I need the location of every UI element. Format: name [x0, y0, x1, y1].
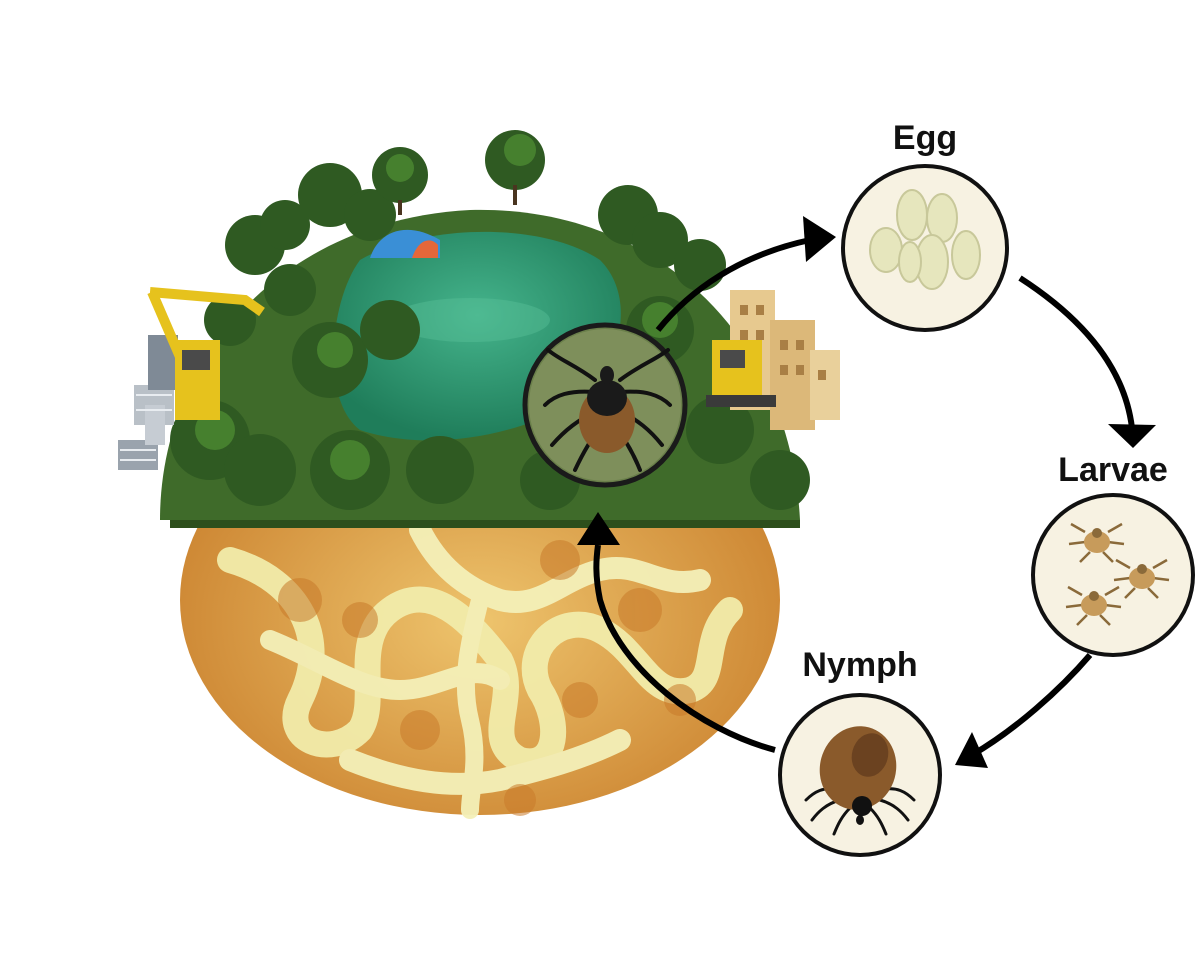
soil-hemisphere: [180, 520, 780, 819]
tick-adult-icon: [543, 348, 672, 472]
excavator-icon: [147, 287, 265, 420]
arrow-nymph-to-adult: [593, 544, 776, 753]
arrow-adult-to-egg: [655, 237, 811, 332]
forest-trees: [170, 130, 810, 510]
arrowhead-nymph: [955, 732, 988, 768]
stage-label-larvae: Larvae: [1058, 451, 1168, 489]
egg-cluster-icon: [869, 189, 981, 290]
life-cycle-arrows: [593, 237, 1135, 758]
arrow-larvae-to-nymph: [970, 653, 1093, 758]
stage-label-egg: Egg: [893, 119, 957, 157]
egg-stage: Egg: [841, 119, 1009, 332]
arrowhead-larvae: [1108, 424, 1156, 448]
arrow-egg-to-larvae: [1018, 275, 1135, 429]
adult-stage: [522, 322, 688, 488]
arrowhead-egg: [803, 216, 836, 262]
larva-icon: [1113, 558, 1170, 599]
larvae-stage: Larvae: [1031, 451, 1195, 657]
stage-label-nymph: Nymph: [802, 646, 917, 684]
nymph-icon: [804, 726, 916, 836]
larva-icon: [1065, 585, 1122, 626]
building-icon: [118, 335, 178, 470]
globe-illustration: [118, 130, 840, 819]
excavator-icon: [706, 340, 776, 407]
tent-icon: [370, 229, 440, 258]
arrowheads: [577, 216, 1156, 768]
arrowhead-adult: [577, 512, 620, 545]
nymph-stage: Nymph: [778, 646, 942, 857]
larva-icon: [1068, 522, 1125, 563]
